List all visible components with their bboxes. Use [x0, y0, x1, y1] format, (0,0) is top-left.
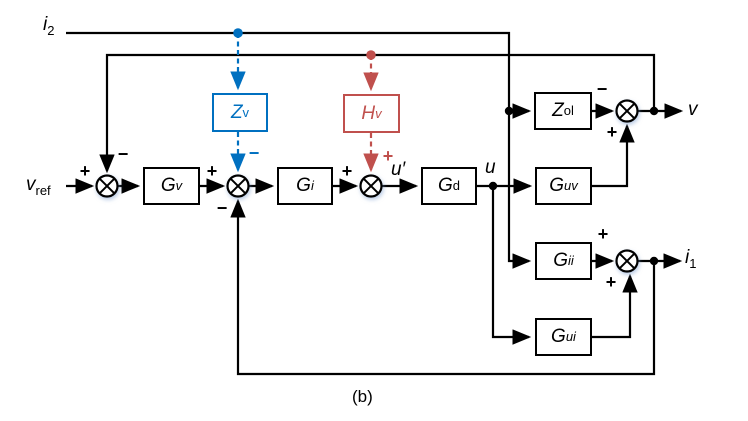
wire-i2-to-gii: [66, 31, 532, 269]
junction-i1-output: [649, 256, 659, 266]
sign-sum1-plus: +: [79, 161, 91, 181]
block-gd-label: G: [437, 175, 453, 196]
block-gv-label: G: [160, 175, 176, 196]
junction-i2-zol: [504, 106, 514, 116]
junction-i2-zv-tap: [233, 28, 243, 38]
block-gi-label: G: [296, 175, 311, 196]
sign-sum3-plus-hv: +: [382, 146, 394, 166]
wire-guv-to-sumv: [592, 123, 635, 188]
summing-junction-v: [615, 99, 639, 123]
sign-sum2-minus-zv: −: [248, 143, 260, 163]
wire-gui-to-sumi: [592, 273, 638, 339]
block-hv-label: H: [361, 102, 376, 124]
figure-caption: (b): [352, 387, 373, 406]
sign-sum2-plus: +: [206, 161, 218, 181]
sign-sum3-plus: +: [341, 161, 353, 181]
block-gii-label: G: [553, 250, 568, 271]
label-u-prime: u′: [391, 159, 406, 180]
sign-sumi-plus-top: +: [597, 224, 609, 244]
label-v: v: [688, 99, 698, 120]
sign-sumv-minus: −: [596, 79, 608, 99]
summing-junction-3: [359, 174, 383, 198]
label-i1: i1: [685, 247, 697, 271]
junction-v-output: [649, 106, 659, 116]
summing-junction-i1: [615, 249, 639, 273]
block-gui-label: G: [551, 326, 566, 347]
sign-sum2-minus-feedback: −: [216, 198, 228, 218]
junction-u: [488, 181, 498, 191]
label-i2: i2: [43, 14, 55, 38]
wire-u-branch-to-gui: [491, 186, 532, 345]
label-vref: vref: [26, 174, 51, 198]
block-guv-label: G: [549, 175, 565, 196]
sign-sum1-minus: −: [117, 144, 129, 164]
wire-v-feedback-to-sum1: [99, 53, 656, 174]
wire-i1-feedback-to-sum2: [230, 198, 656, 376]
block-zol-label: Z: [552, 100, 564, 121]
block-zv-label: Z: [230, 101, 243, 123]
label-u: u: [485, 157, 496, 178]
sign-sumv-plus: +: [606, 122, 618, 142]
summing-junction-2: [226, 174, 250, 198]
sign-sumi-plus-bottom: +: [605, 272, 617, 292]
junction-v-hv-tap: [366, 50, 376, 60]
summing-junction-1: [95, 174, 119, 198]
